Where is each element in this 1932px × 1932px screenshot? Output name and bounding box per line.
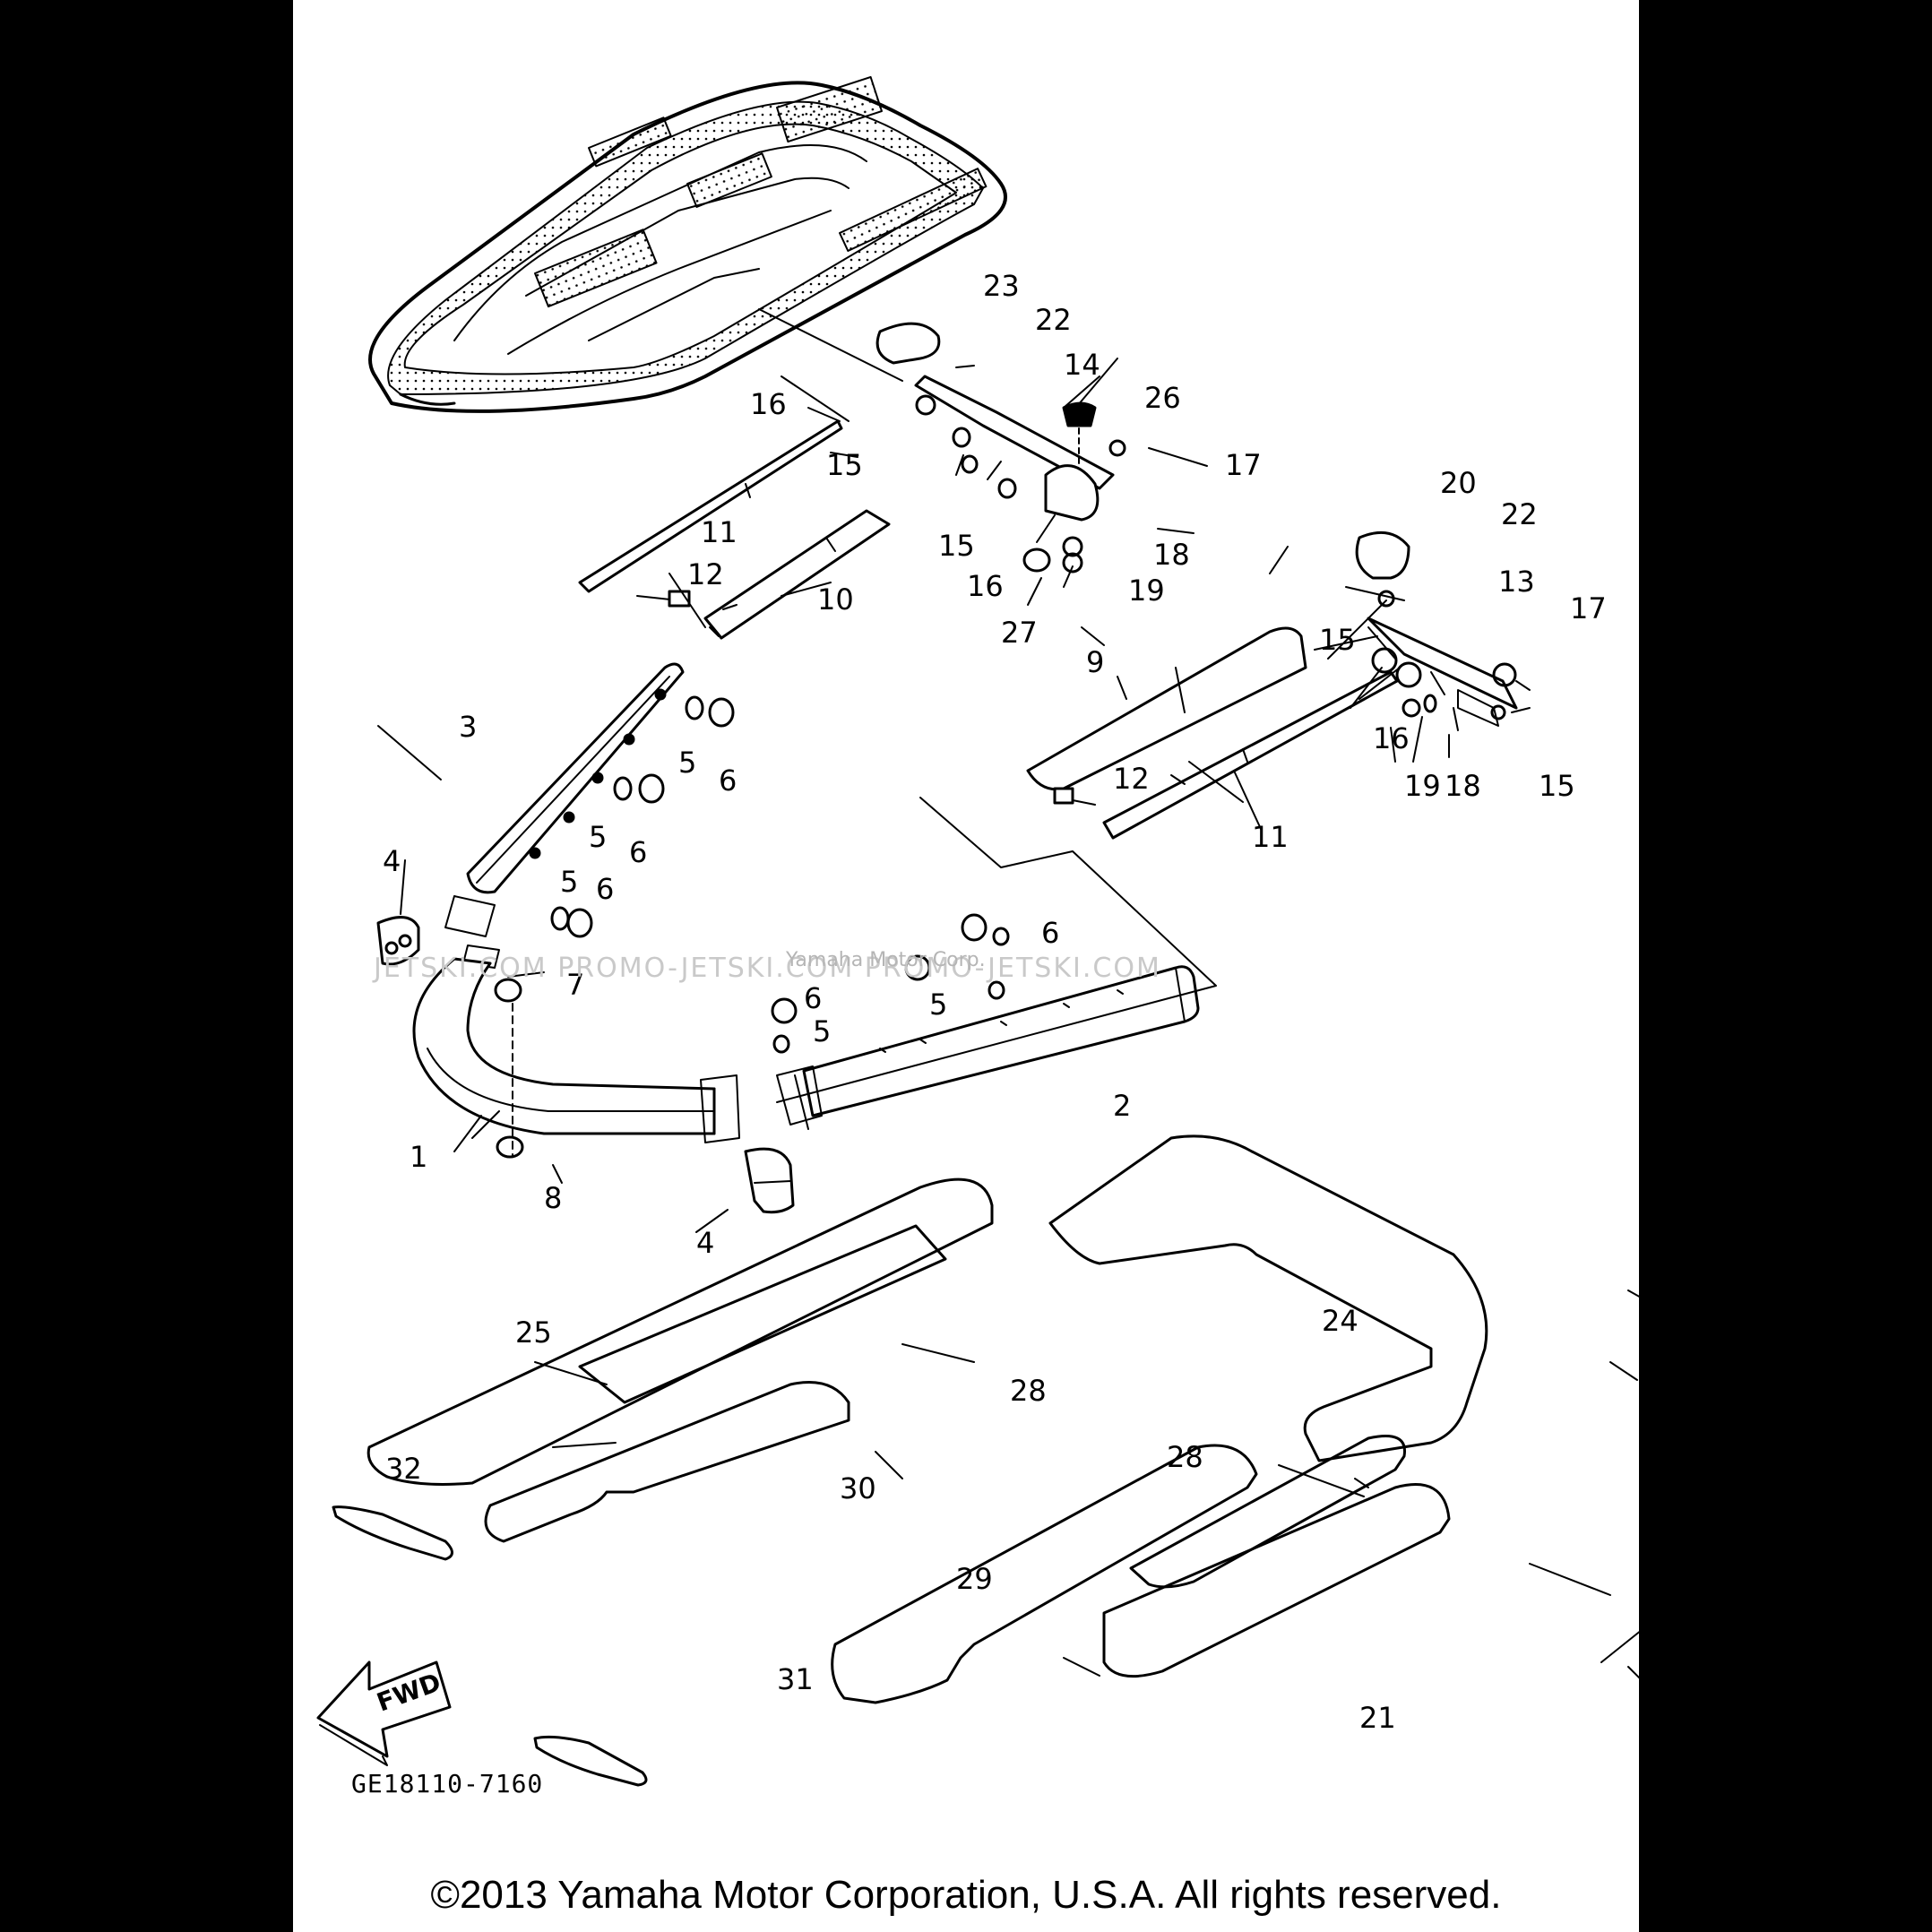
callout-25: 24 [1322,1304,1358,1338]
diagram-sheet: FWD [293,0,1639,1932]
callout-4: 4 [383,844,401,878]
callout-1: 1 [410,1140,427,1174]
rail-parts [376,662,1217,1214]
callout-10: 10 [817,582,854,617]
callout-16c: 16 [1373,721,1410,755]
callout-31: 31 [777,1662,814,1696]
callout-8: 8 [544,1181,562,1215]
callout-16: 16 [750,387,787,421]
callout-6c: 6 [596,872,614,906]
callout-5: 5 [678,746,696,780]
callout-28: 28 [1010,1374,1047,1408]
callout-29: 29 [956,1562,993,1596]
callout-5e: 5 [929,988,947,1022]
watermark: JETSKI.COM PROMO-JETSKI.COM PROMO-JETSKI… [372,953,1161,984]
callout-7: 7 [566,968,584,1002]
callout-21: 23 [983,269,1020,303]
watermark-overlay: Yamaha Motor Corp. [785,949,986,971]
callout-26: 26 [1144,381,1181,415]
callout-23: 21 [1359,1701,1396,1735]
callout-15c: 15 [1319,623,1356,657]
callout-5d: 5 [813,1014,831,1048]
callout-28b: 28 [1167,1440,1203,1474]
callout-labels: 23 22 14 26 16 15 17 11 15 18 16 19 12 1… [383,269,1607,1735]
callout-30: 30 [840,1471,876,1505]
callout-15: 15 [826,448,863,482]
callout-9: 9 [1086,645,1104,679]
mat-parts [332,1134,1488,1787]
callout-4b: 4 [696,1226,714,1260]
callout-14: 14 [1064,348,1100,382]
callout-22: 22 [1035,303,1072,337]
callout-17b: 17 [1570,591,1607,625]
callout-19: 19 [1128,574,1165,608]
callout-11: 11 [701,515,737,549]
callout-24: 25 [515,1315,552,1350]
callout-6b: 6 [629,835,647,869]
callout-16b: 16 [967,569,1004,603]
callout-6: 6 [719,763,737,798]
callout-19b: 19 [1404,769,1441,803]
copyright-notice: ©2013 Yamaha Motor Corporation, U.S.A. A… [430,1873,1502,1917]
callout-17: 17 [1225,448,1262,482]
callout-5c: 5 [560,865,578,899]
callout-6e: 6 [804,981,822,1015]
callout-27: 27 [1001,616,1038,650]
fwd-arrow-icon: FWD [316,1660,452,1766]
callout-32: 32 [385,1452,422,1486]
callout-15d: 15 [1539,769,1575,803]
callout-2: 2 [1113,1089,1131,1123]
callout-11b: 11 [1252,820,1289,854]
callout-6d: 6 [1041,916,1059,950]
callout-5b: 5 [589,820,607,854]
callout-18: 18 [1153,538,1190,572]
callout-3: 3 [459,710,477,744]
callout-15b: 15 [938,529,975,563]
hull-illustration [368,76,1007,413]
callout-12: 12 [687,557,724,591]
bracket-parts [578,322,1126,640]
callout-20: 20 [1440,466,1477,500]
callout-18b: 18 [1445,769,1481,803]
callout-22b: 22 [1501,497,1538,531]
exploded-parts-diagram: FWD [316,76,1639,1798]
right-bracket-parts [1026,530,1518,840]
drawing-number: GE18110-7160 [351,1769,543,1798]
callout-13: 13 [1498,565,1535,599]
leader-lines [377,308,1639,1679]
callout-12b: 12 [1113,762,1150,796]
